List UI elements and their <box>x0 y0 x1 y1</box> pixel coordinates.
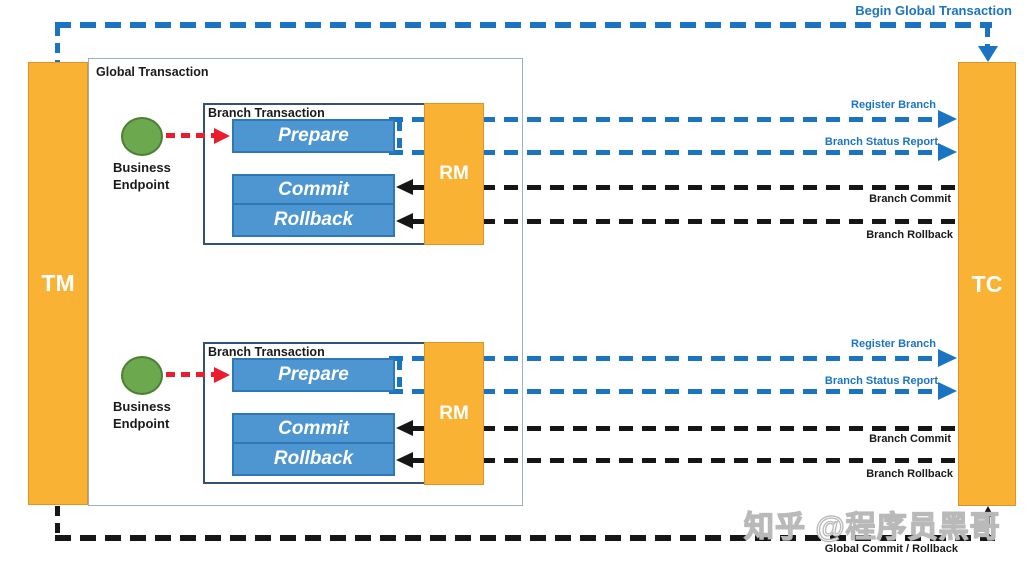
rollback-label: Rollback <box>273 209 354 230</box>
branch-rollback-line <box>412 458 957 463</box>
arrow-down-icon <box>978 46 998 62</box>
business-endpoint-icon <box>121 356 163 395</box>
rm-label: RM <box>439 402 469 424</box>
global-commit-rollback-label: Global Commit / Rollback <box>824 543 958 555</box>
begin-global-transaction-line-vertical-left <box>55 26 60 62</box>
commit-box: Commit <box>232 413 395 444</box>
arrow-left-black-icon <box>396 213 413 229</box>
branch-rollback-label: Branch Rollback <box>866 468 953 480</box>
branch-commit-label: Branch Commit <box>869 193 951 205</box>
register-branch-label: Register Branch <box>851 338 936 350</box>
tm-node: TM <box>28 62 88 505</box>
watermark: 知乎 @程序员黑哥 <box>743 510 1001 544</box>
branch-status-report-line <box>389 150 937 155</box>
rollback-box: Rollback <box>232 442 395 476</box>
rm-label: RM <box>439 163 469 184</box>
tc-label: TC <box>971 270 1003 297</box>
begin-global-transaction-label: Begin Global Transaction <box>855 3 1012 18</box>
rollback-label: Rollback <box>273 448 354 469</box>
arrow-right-blue-icon <box>938 349 957 367</box>
branch-rollback-line <box>412 219 957 224</box>
global-commit-line-vertical-left <box>55 506 60 539</box>
tm-label: TM <box>41 270 75 296</box>
global-commit-line-vertical-right <box>985 517 990 535</box>
branch-1: Branch Transaction Business Endpoint Pre… <box>0 99 1034 255</box>
branch-commit-line <box>412 426 957 431</box>
commit-label: Commit <box>278 417 349 439</box>
branch-status-report-line <box>389 389 937 394</box>
arrow-right-red-icon <box>214 128 230 144</box>
global-transaction-label: Global Transaction <box>96 65 209 79</box>
prepare-box: Prepare <box>232 358 395 392</box>
register-branch-line <box>389 117 937 122</box>
arrow-left-black-icon <box>396 179 413 195</box>
prepare-connector <box>397 360 402 390</box>
arrow-right-blue-icon <box>938 143 957 161</box>
branch-status-report-label: Branch Status Report <box>824 136 938 148</box>
rm-node: RM <box>424 103 484 245</box>
rm-node: RM <box>424 342 484 485</box>
business-endpoint-label: Business Endpoint <box>113 160 171 192</box>
begin-global-transaction-line <box>55 22 992 28</box>
business-endpoint-label: Business Endpoint <box>113 399 171 431</box>
branch-status-report-label: Branch Status Report <box>824 375 938 387</box>
arrow-right-blue-icon <box>938 382 957 400</box>
global-transaction-box: Global Transaction <box>88 58 523 506</box>
invoke-line <box>166 372 214 377</box>
begin-global-transaction-line-vertical-right <box>985 27 990 47</box>
register-branch-line <box>389 356 937 361</box>
arrow-up-icon <box>982 506 994 517</box>
branch-2: Branch Transaction Business Endpoint Pre… <box>0 338 1034 494</box>
arrow-left-black-icon <box>396 420 413 436</box>
tc-node: TC <box>958 62 1016 506</box>
prepare-label: Prepare <box>278 364 349 385</box>
commit-label: Commit <box>278 178 349 200</box>
branch-commit-line <box>412 185 957 190</box>
prepare-label: Prepare <box>278 125 349 146</box>
commit-box: Commit <box>232 174 395 205</box>
arrow-left-black-icon <box>396 452 413 468</box>
rollback-box: Rollback <box>232 203 395 237</box>
arrow-right-blue-icon <box>938 110 957 128</box>
branch-transaction-label: Branch Transaction <box>208 345 325 359</box>
business-endpoint-icon <box>121 117 163 156</box>
global-commit-rollback-line <box>55 535 995 541</box>
invoke-line <box>166 133 214 138</box>
prepare-box: Prepare <box>232 119 395 153</box>
register-branch-label: Register Branch <box>851 99 936 111</box>
branch-commit-label: Branch Commit <box>869 433 951 445</box>
arrow-right-red-icon <box>214 367 230 383</box>
branch-transaction-label: Branch Transaction <box>208 106 325 120</box>
branch-rollback-label: Branch Rollback <box>866 229 953 241</box>
prepare-connector <box>397 121 402 151</box>
